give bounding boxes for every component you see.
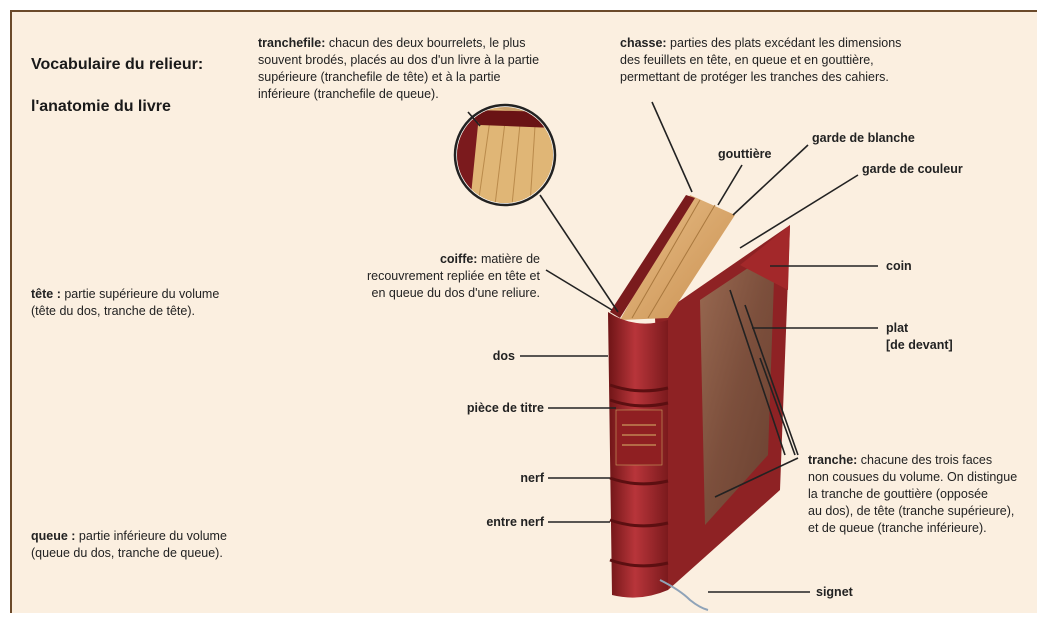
diagram-title: Vocabulaire du relieur: l'anatomie du li… xyxy=(31,33,203,117)
tranchefile-definition: tranchefile: chacun des deux bourrelets,… xyxy=(258,35,588,103)
label-entre-nerf: entre nerf xyxy=(440,514,544,531)
label-dos: dos xyxy=(485,348,515,365)
label-coin: coin xyxy=(886,258,912,275)
label-piece-de-titre: pièce de titre xyxy=(430,400,544,417)
label-signet: signet xyxy=(816,584,853,601)
coiffe-definition: coiffe: matière de recouvrement repliée … xyxy=(330,251,540,302)
label-garde-blanche: garde de blanche xyxy=(812,130,915,147)
queue-term: queue : xyxy=(31,529,75,543)
ribbon-bookmark xyxy=(660,580,708,610)
queue-definition: queue : partie inférieure du volume (que… xyxy=(31,528,271,562)
tranchefile-term: tranchefile: xyxy=(258,36,325,50)
label-nerf: nerf xyxy=(480,470,544,487)
tete-term: tête : xyxy=(31,287,61,301)
title-line-2: l'anatomie du livre xyxy=(31,98,171,115)
label-garde-couleur: garde de couleur xyxy=(862,161,963,178)
coiffe-term: coiffe: xyxy=(440,252,478,266)
label-gouttiere: gouttière xyxy=(718,146,771,163)
chasse-definition: chasse: parties des plats excédant les d… xyxy=(620,35,950,86)
chasse-term: chasse: xyxy=(620,36,667,50)
title-piece xyxy=(616,410,662,465)
tranche-definition: tranche: chacune des trois faces non cou… xyxy=(808,452,1048,537)
tete-definition: tête : partie supérieure du volume (tête… xyxy=(31,286,271,320)
title-line-1: Vocabulaire du relieur: xyxy=(31,56,203,73)
label-plat: plat [de devant] xyxy=(886,320,953,354)
tranche-term: tranche: xyxy=(808,453,857,467)
